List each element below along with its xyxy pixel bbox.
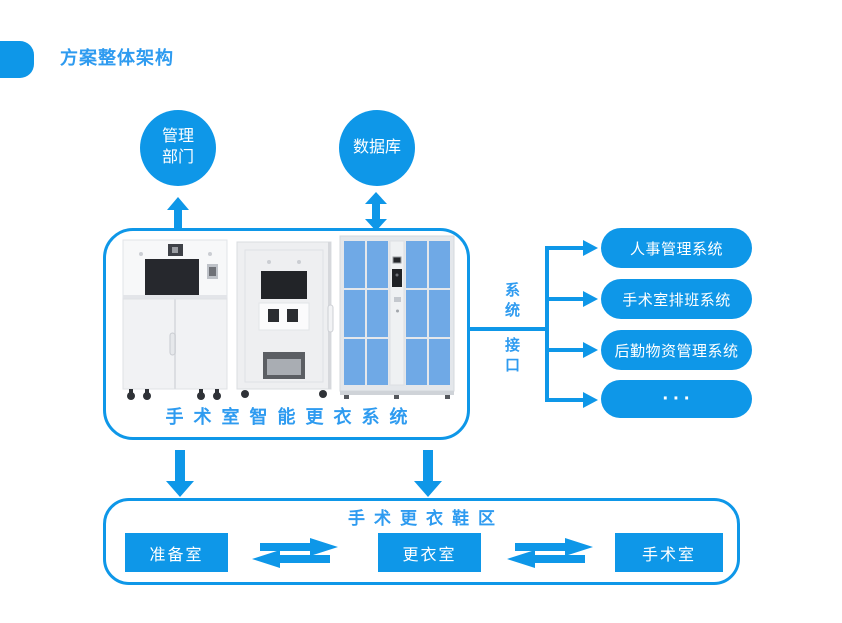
node-database-label: 数据库 [352, 138, 401, 156]
room-preparation-label: 准备室 [149, 546, 204, 564]
node-management-label: 管理部门 [161, 128, 194, 166]
left-right-exchange-arrows-icon [507, 538, 593, 568]
up-arrow-icon [167, 197, 189, 229]
room-changing-label: 更衣室 [402, 546, 457, 564]
changing-area-title: 手术更衣鞋区 [348, 509, 504, 528]
room-changing: 更衣室 [378, 533, 481, 572]
system-pill-logistics-label: 后勤物资管理系统 [614, 342, 739, 360]
node-management-department: 管理部门 [140, 110, 216, 186]
down-arrow-icon [414, 450, 442, 497]
interface-label-system: 系统 [504, 282, 520, 320]
node-database: 数据库 [339, 110, 415, 186]
system-pill-hr-label: 人事管理系统 [629, 240, 723, 258]
system-pill-hr: 人事管理系统 [601, 228, 752, 268]
room-operating: 手术室 [615, 533, 723, 572]
up-down-arrow-icon [365, 192, 387, 231]
changing-area-box: 手术更衣鞋区 准备室 更衣室 手术室 [103, 498, 740, 585]
down-arrow-icon [166, 450, 194, 497]
left-right-exchange-arrows-icon [252, 538, 338, 568]
room-preparation: 准备室 [125, 533, 228, 572]
main-system-label: 手术室智能更衣系统 [165, 407, 418, 427]
main-system-box: 手术室智能更衣系统 [103, 228, 470, 440]
clothes-return-machine-image [236, 241, 334, 398]
system-pill-logistics: 后勤物资管理系统 [601, 330, 752, 370]
room-operating-label: 手术室 [641, 546, 696, 564]
clothes-dispenser-cabinet-image [122, 239, 228, 400]
interface-connector-lines [470, 240, 598, 408]
interface-label-port: 接口 [504, 337, 520, 375]
header-accent-tab [0, 41, 34, 78]
smart-locker-cabinet-image [339, 235, 455, 399]
system-pill-more: ··· [601, 380, 752, 418]
system-pill-or-scheduling: 手术室排班系统 [601, 279, 752, 319]
page-title: 方案整体架构 [60, 48, 174, 68]
system-pill-or-scheduling-label: 手术室排班系统 [622, 291, 731, 309]
system-pill-more-label: ··· [662, 387, 695, 410]
